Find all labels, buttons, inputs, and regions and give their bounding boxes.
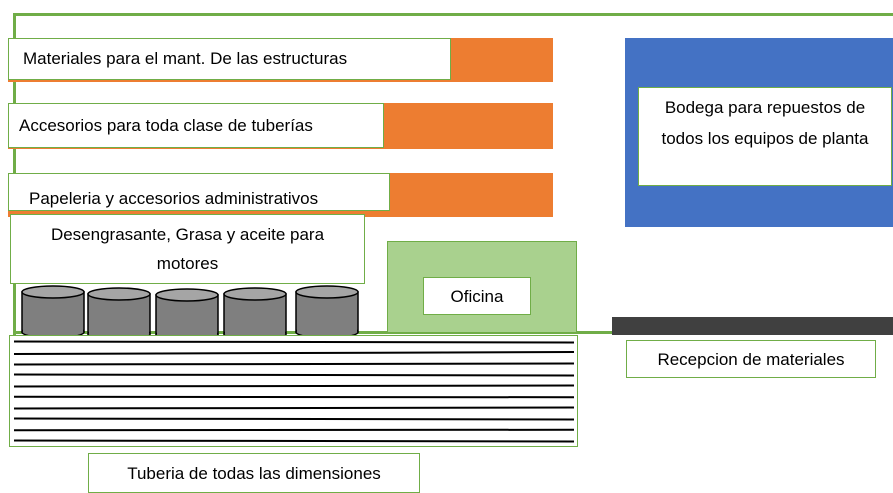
receiving-label: Recepcion de materiales <box>626 340 876 378</box>
pipe-line <box>13 428 575 432</box>
top-wall <box>13 13 893 16</box>
barrels-group <box>21 285 359 340</box>
receiving-bar <box>612 317 893 335</box>
pipe-line <box>13 340 575 344</box>
pipe-line <box>13 362 575 366</box>
shelf-stationery-label: Papeleria y accesorios administrativos <box>8 173 390 211</box>
lubricants-label: Desengrasante, Grasa y aceite para motor… <box>10 214 365 284</box>
pipe-line <box>13 417 575 421</box>
pipe-line <box>13 406 575 410</box>
pipe-line <box>13 351 575 355</box>
pipe-line <box>13 395 575 399</box>
pipe-line <box>13 373 575 377</box>
barrel-icon <box>155 288 219 340</box>
shelf-maintenance-label: Materiales para el mant. De las estructu… <box>8 38 451 80</box>
barrel-icon <box>295 285 359 339</box>
office-label: Oficina <box>423 277 531 315</box>
barrel-icon <box>87 287 151 340</box>
pipes-storage <box>9 335 578 447</box>
pipe-line <box>13 384 575 388</box>
pipe-line <box>13 439 575 443</box>
shelf-pipe-accessories-label: Accesorios para toda clase de tuberías <box>8 103 384 148</box>
spare-parts-warehouse-label: Bodega para repuestos de todos los equip… <box>638 87 892 186</box>
pipes-label: Tuberia de todas las dimensiones <box>88 453 420 493</box>
barrel-icon <box>21 285 85 339</box>
barrel-icon <box>223 287 287 340</box>
